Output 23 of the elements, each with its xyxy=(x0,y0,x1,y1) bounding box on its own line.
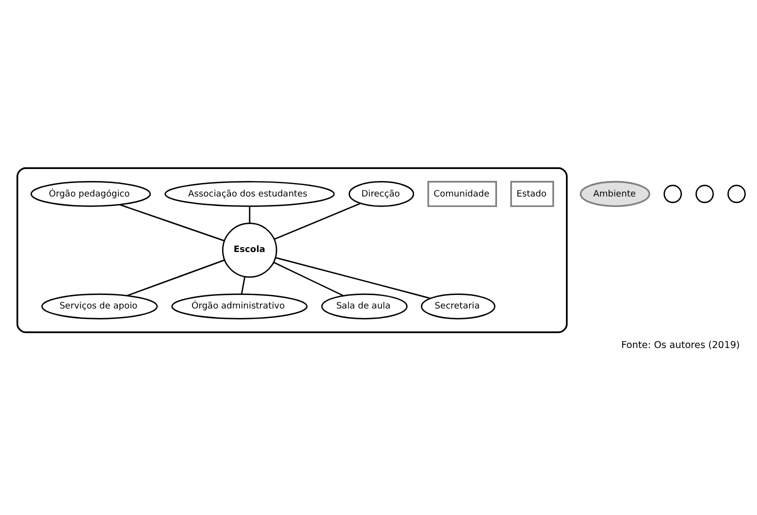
node-ellipse: Ambiente xyxy=(580,180,650,207)
connector xyxy=(274,202,361,240)
node-ellipse: Secretaria xyxy=(420,293,496,319)
node-circle xyxy=(696,184,714,203)
connector xyxy=(240,276,246,294)
cluster xyxy=(16,166,568,333)
connector xyxy=(275,256,431,299)
node-ellipse: Associação dos estudantes xyxy=(164,180,335,206)
connector xyxy=(126,259,224,296)
node-ellipse: Serviços de apoio xyxy=(41,293,158,319)
node-ellipse: Sala de aula xyxy=(321,293,408,319)
connector xyxy=(274,261,344,296)
node-box: Comunidade xyxy=(427,180,498,207)
node-circle xyxy=(664,184,682,203)
node-circle xyxy=(727,184,746,203)
node-ellipse: Órgão administrativo xyxy=(171,293,308,319)
node-ellipse: Órgão pedagógico xyxy=(30,180,151,206)
connector xyxy=(120,204,224,241)
node-circle: Escola xyxy=(222,222,278,278)
connector xyxy=(248,206,250,222)
caption: Fonte: Os autores (2019) xyxy=(621,339,740,350)
node-ellipse: Direcção xyxy=(348,180,414,206)
node-box: Estado xyxy=(510,180,554,207)
